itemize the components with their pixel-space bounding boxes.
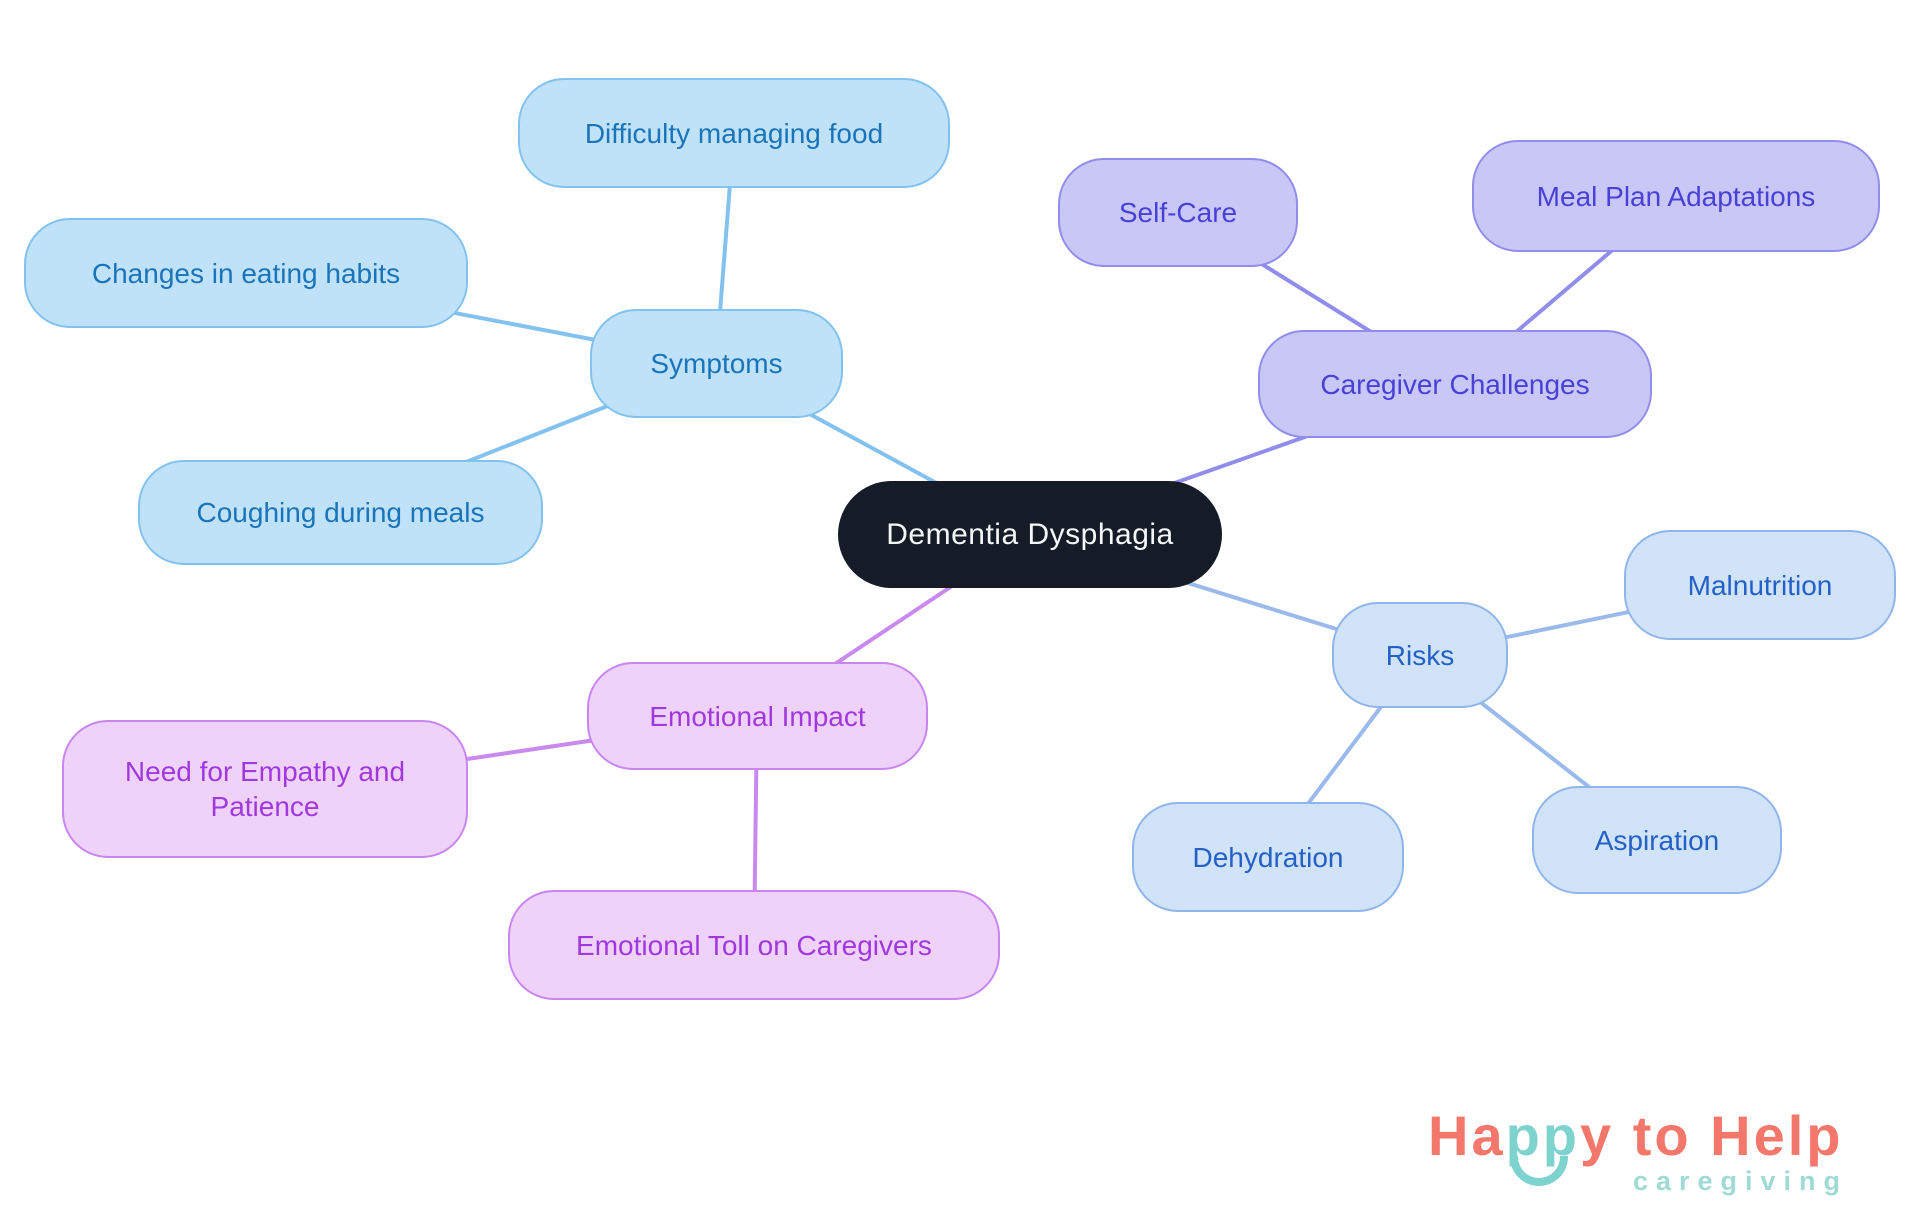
node-aspiration[interactable]: Aspiration (1532, 786, 1782, 894)
logo-subtitle: caregiving (1632, 1166, 1848, 1196)
node-need-for-empathy-and-patience[interactable]: Need for Empathy and Patience (62, 720, 468, 858)
logo-text-pp: pp (1505, 1104, 1581, 1167)
happy-to-help-logo: Happy to Help caregiving (1428, 1108, 1880, 1195)
node-malnutrition-label: Malnutrition (1687, 569, 1833, 601)
node-risks[interactable]: Risks (1332, 602, 1508, 708)
smile-icon (1510, 1156, 1568, 1186)
node-difficulty-managing-food[interactable]: Difficulty managing food (518, 78, 950, 188)
node-need-for-empathy-and-patience-label: Need for Empathy and Patience (124, 756, 406, 822)
node-difficulty-managing-food-label: Difficulty managing food (584, 117, 884, 149)
node-meal-plan-adaptations[interactable]: Meal Plan Adaptations (1472, 140, 1880, 252)
node-dementia-dysphagia-label: Dementia Dysphagia (886, 517, 1174, 551)
node-symptoms-label: Symptoms (650, 348, 783, 379)
node-dehydration[interactable]: Dehydration (1132, 802, 1404, 912)
node-symptoms[interactable]: Symptoms (590, 309, 843, 418)
node-self-care[interactable]: Self-Care (1058, 158, 1298, 267)
logo-wordmark: Happy to Help (1428, 1108, 1880, 1186)
logo-text-to: to (1614, 1104, 1711, 1167)
node-malnutrition[interactable]: Malnutrition (1624, 530, 1896, 640)
node-meal-plan-adaptations-label: Meal Plan Adaptations (1536, 180, 1816, 212)
node-aspiration-label: Aspiration (1594, 824, 1720, 856)
node-emotional-toll-on-caregivers[interactable]: Emotional Toll on Caregivers (508, 890, 1000, 1000)
node-emotional-impact[interactable]: Emotional Impact (587, 662, 928, 770)
node-risks-label: Risks (1385, 639, 1455, 671)
logo-text-help: Help (1710, 1104, 1844, 1167)
node-dehydration-label: Dehydration (1192, 841, 1344, 873)
node-caregiver-challenges-label: Caregiver Challenges (1320, 368, 1590, 400)
node-changes-in-eating-habits-label: Changes in eating habits (91, 257, 401, 289)
node-emotional-impact-label: Emotional Impact (649, 700, 866, 732)
node-caregiver-challenges[interactable]: Caregiver Challenges (1258, 330, 1652, 438)
logo-text-ha: Ha (1428, 1104, 1506, 1167)
node-emotional-toll-on-caregivers-label: Emotional Toll on Caregivers (576, 929, 932, 961)
node-coughing-during-meals[interactable]: Coughing during meals (138, 460, 543, 565)
node-self-care-label: Self-Care (1118, 197, 1238, 228)
node-changes-in-eating-habits[interactable]: Changes in eating habits (24, 218, 468, 328)
node-coughing-during-meals-label: Coughing during meals (196, 497, 485, 528)
logo-text-y: y (1580, 1104, 1615, 1167)
node-dementia-dysphagia[interactable]: Dementia Dysphagia (838, 481, 1222, 588)
